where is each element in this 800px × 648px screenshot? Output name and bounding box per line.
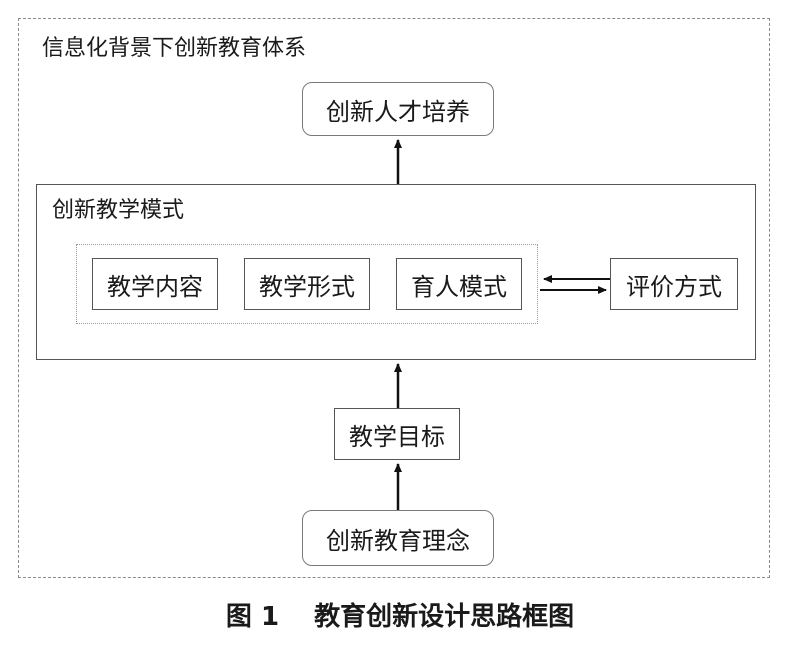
outer-system-frame bbox=[18, 18, 770, 578]
teaching-goal-box: 教学目标 bbox=[334, 408, 460, 460]
teaching-form-box: 教学形式 bbox=[244, 258, 370, 310]
figure-caption: 图 1 教育创新设计思路框图 bbox=[225, 602, 575, 632]
teaching-elements-group bbox=[76, 244, 538, 324]
innovative-concept-box: 创新教育理念 bbox=[302, 510, 494, 566]
teaching-mode-title: 创新教学模式 bbox=[52, 198, 185, 223]
teaching-content-box: 教学内容 bbox=[92, 258, 218, 310]
evaluation-method-box: 评价方式 bbox=[610, 258, 738, 310]
outer-system-title: 信息化背景下创新教育体系 bbox=[42, 36, 307, 61]
talent-cultivation-box: 创新人才培养 bbox=[302, 82, 494, 136]
education-mode-box: 育人模式 bbox=[396, 258, 522, 310]
